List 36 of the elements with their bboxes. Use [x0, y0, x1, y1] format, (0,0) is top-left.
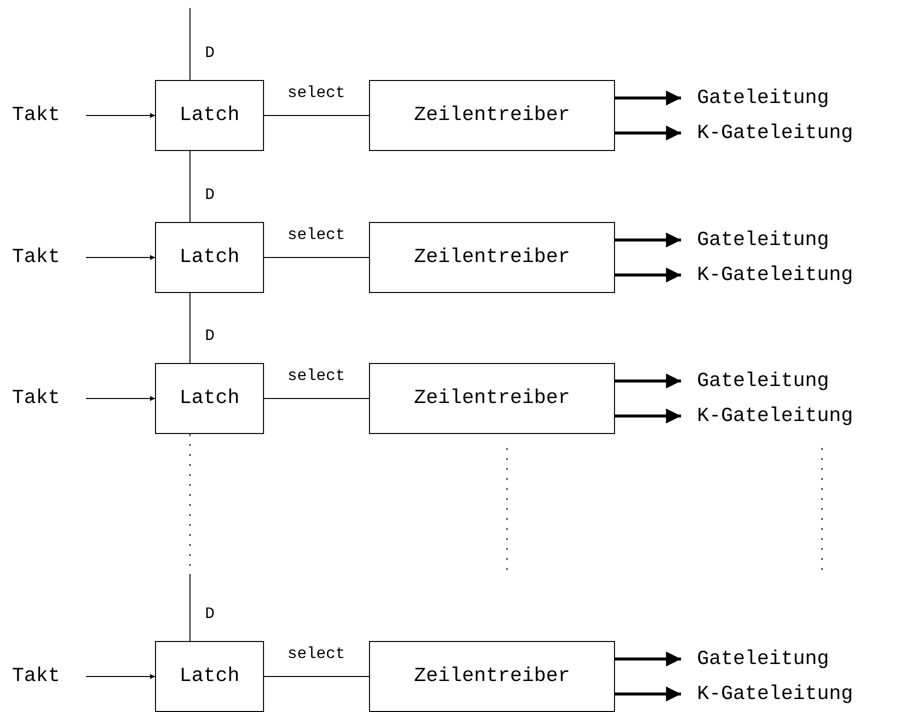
row-driver-block: Zeilentreiber [369, 641, 615, 712]
arrow [615, 374, 681, 388]
latch-block: Latch [155, 222, 264, 293]
latch-block: Latch [155, 80, 264, 151]
signal-label: Takt [12, 385, 86, 411]
arrow [615, 408, 681, 424]
wire [264, 676, 370, 677]
arrow [615, 90, 681, 106]
signal-label: Gateleitung [697, 227, 877, 253]
signal-label: Gateleitung [697, 85, 877, 111]
signal-label: Takt [12, 102, 86, 128]
signal-label: K-Gateleitung [697, 262, 902, 288]
latch-block: Latch [155, 363, 264, 434]
signal-label: Takt [12, 663, 86, 689]
wire [264, 257, 370, 258]
signal-label: K-Gateleitung [697, 681, 902, 707]
signal-label: K-Gateleitung [697, 120, 902, 146]
arrow [86, 674, 156, 679]
arrow [86, 396, 156, 401]
signal-label: K-Gateleitung [697, 403, 902, 429]
arrow [86, 255, 156, 260]
latch-block: Latch [155, 641, 264, 712]
row-driver-block: Zeilentreiber [369, 363, 615, 434]
arrow [615, 126, 681, 140]
arrow [615, 232, 681, 248]
signal-label: Takt [12, 244, 86, 270]
row-driver-block: Zeilentreiber [369, 222, 615, 293]
signal-label: Gateleitung [697, 368, 877, 394]
wire [264, 398, 370, 399]
arrow [615, 652, 681, 666]
arrow [615, 686, 681, 702]
wire [264, 115, 370, 116]
signal-label: Gateleitung [697, 646, 877, 672]
arrow [86, 113, 156, 118]
arrow [615, 268, 681, 282]
row-driver-block: Zeilentreiber [369, 80, 615, 151]
